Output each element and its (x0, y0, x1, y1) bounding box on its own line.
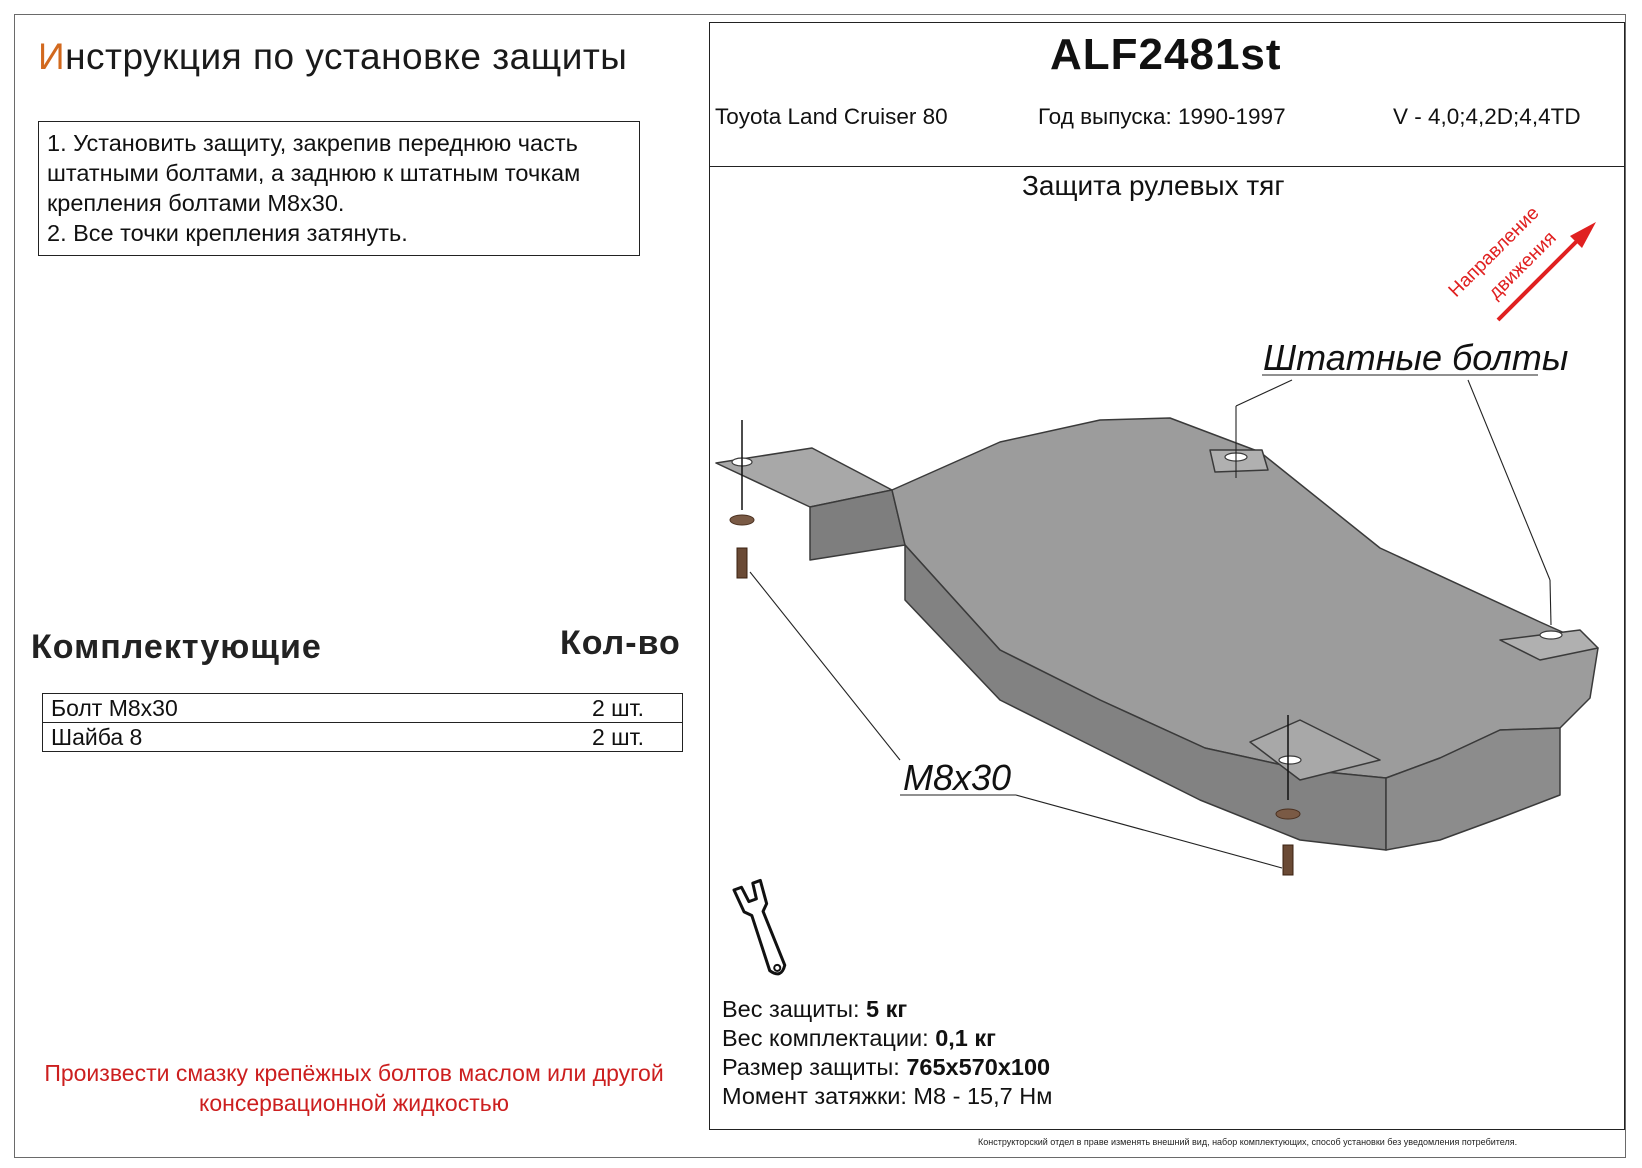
callout-bolt-m8x30: М8х30 (903, 757, 1011, 798)
spec-weight: Вес защиты: 5 кг (722, 996, 908, 1022)
instruction-line: 2. Все точки крепления затянуть. (47, 220, 408, 246)
instruction-line: крепления болтами М8х30. (47, 190, 345, 216)
kit-header: Комплектующие (31, 628, 322, 666)
spec-kit-weight: Вес комплектации: 0,1 кг (722, 1025, 996, 1051)
kit-item-qty: 2 шт. (421, 693, 683, 723)
footer-disclaimer: Конструкторский отдел в праве изменять в… (978, 1137, 1518, 1147)
specs-block: Вес защиты: 5 кг Вес комплектации: 0,1 к… (722, 995, 1052, 1111)
car-model: Toyota Land Cruiser 80 (715, 104, 948, 129)
instructions-box: 1. Установить защиту, закрепив переднюю … (38, 121, 640, 256)
lubrication-warning: Произвести смазку крепёжных болтов масло… (20, 1058, 688, 1118)
spec-torque: Момент затяжки: М8 - 15,7 Нм (722, 1083, 1053, 1109)
page-border (14, 14, 1626, 1158)
warning-line: консервационной жидкостью (199, 1090, 509, 1116)
callout-stock-bolts: Штатные болты (1263, 337, 1568, 378)
bolt-rear (1275, 715, 1301, 876)
skid-plate (715, 417, 1599, 851)
page-title: Инструкция по установке защиты (38, 36, 627, 78)
engine-variants: V - 4,0;4,2D;4,4TD (1393, 104, 1581, 129)
qty-header: Кол-во (560, 624, 681, 662)
direction-arrow: Направление движения (1445, 203, 1596, 322)
kit-table: Болт М8х30 2 шт. Шайба 8 2 шт. (42, 693, 683, 752)
bolt-front (729, 420, 755, 579)
production-years: Год выпуска: 1990-1997 (1038, 104, 1286, 129)
drawing-frame (709, 22, 1625, 1130)
instruction-line: штатными болтами, а заднюю к штатным точ… (47, 160, 581, 186)
wrench-icon (732, 878, 787, 976)
spec-size: Размер защиты: 765х570х100 (722, 1054, 1051, 1080)
header-divider (709, 166, 1625, 167)
kit-item-name: Шайба 8 (42, 722, 422, 752)
kit-item-qty: 2 шт. (421, 722, 683, 752)
table-row: Болт М8х30 2 шт. (42, 693, 683, 723)
product-name: Защита рулевых тяг (1022, 170, 1285, 201)
table-row: Шайба 8 2 шт. (42, 722, 683, 752)
title-initial: И (38, 36, 66, 77)
product-code: ALF2481st (1050, 30, 1282, 79)
kit-item-name: Болт М8х30 (42, 693, 422, 723)
leader-lines (749, 374, 1552, 869)
warning-line: Произвести смазку крепёжных болтов масло… (44, 1060, 664, 1086)
title-text: нструкция по установке защиты (65, 36, 628, 77)
instruction-line: 1. Установить защиту, закрепив переднюю … (47, 130, 578, 156)
